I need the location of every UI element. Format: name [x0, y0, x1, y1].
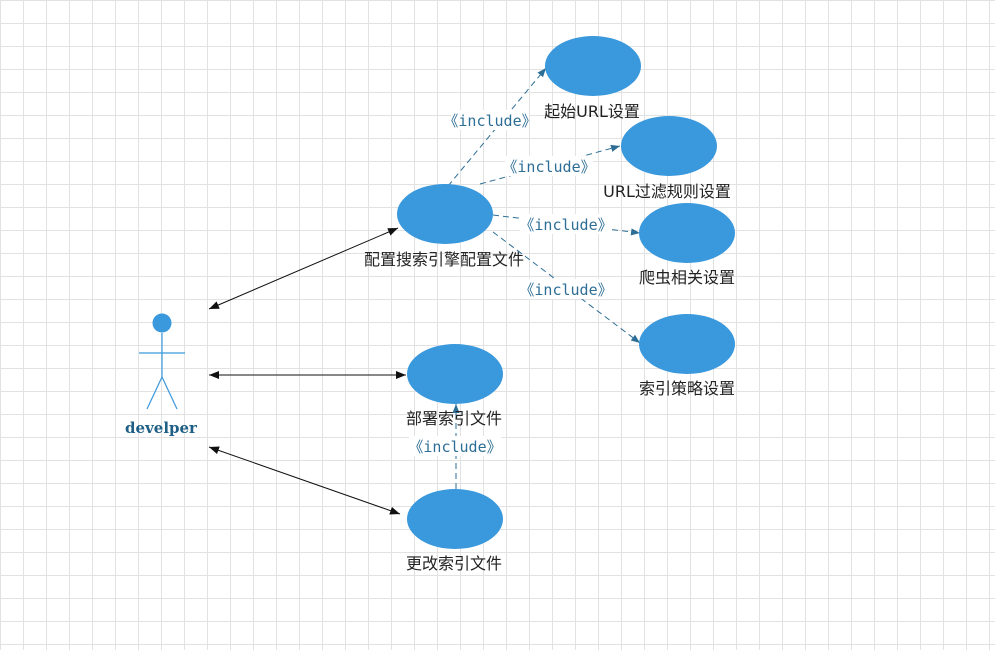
use-case-ellipse [545, 36, 641, 96]
include-label-bg [520, 214, 612, 234]
use-case-deploy[interactable]: 部署索引文件 [406, 344, 503, 428]
use-case-start-url[interactable]: 起始URL设置 [544, 36, 641, 121]
include-label-bg [520, 279, 612, 299]
use-case-config[interactable]: 配置搜索引擎配置文件 [364, 184, 524, 269]
use-case-ellipse [639, 203, 735, 263]
include-label-bg [409, 436, 501, 456]
actor-label: develper [125, 419, 198, 437]
use-case-ellipse [621, 116, 717, 176]
actor-developer[interactable]: develper [125, 313, 198, 438]
use-case-ellipse [407, 344, 503, 404]
use-case-label: 更改索引文件 [406, 554, 502, 573]
use-case-url-filter[interactable]: URL过滤规则设置 [603, 116, 731, 201]
association-modify [208, 446, 401, 515]
use-case-index-strategy[interactable]: 索引策略设置 [639, 314, 735, 398]
use-case-label: 部署索引文件 [406, 409, 502, 428]
actor-left-leg [146, 376, 163, 410]
include-label-start-url: 《include》 [443, 112, 536, 130]
actor-right-leg [161, 376, 178, 410]
use-case-ellipse [397, 184, 493, 244]
use-case-label: 起始URL设置 [544, 102, 640, 121]
include-line-start-url [447, 67, 547, 187]
include-label-url-filter: 《include》 [502, 158, 595, 176]
use-case-crawler[interactable]: 爬虫相关设置 [639, 203, 735, 287]
association-config [208, 227, 399, 310]
include-label-index-strategy: 《include》 [519, 281, 612, 299]
include-label-bg [505, 156, 593, 176]
use-case-label: 索引策略设置 [639, 379, 735, 398]
use-case-label: 爬虫相关设置 [639, 268, 735, 287]
actor-head [152, 313, 172, 333]
include-label-bg [451, 110, 529, 130]
use-case-ellipse [407, 489, 503, 549]
include-label-modify-deploy: 《include》 [408, 438, 501, 456]
use-case-modify[interactable]: 更改索引文件 [406, 489, 503, 573]
use-case-label: URL过滤规则设置 [603, 182, 731, 201]
use-case-ellipse [639, 314, 735, 374]
use-case-label: 配置搜索引擎配置文件 [364, 250, 524, 269]
include-label-crawler: 《include》 [519, 216, 612, 234]
